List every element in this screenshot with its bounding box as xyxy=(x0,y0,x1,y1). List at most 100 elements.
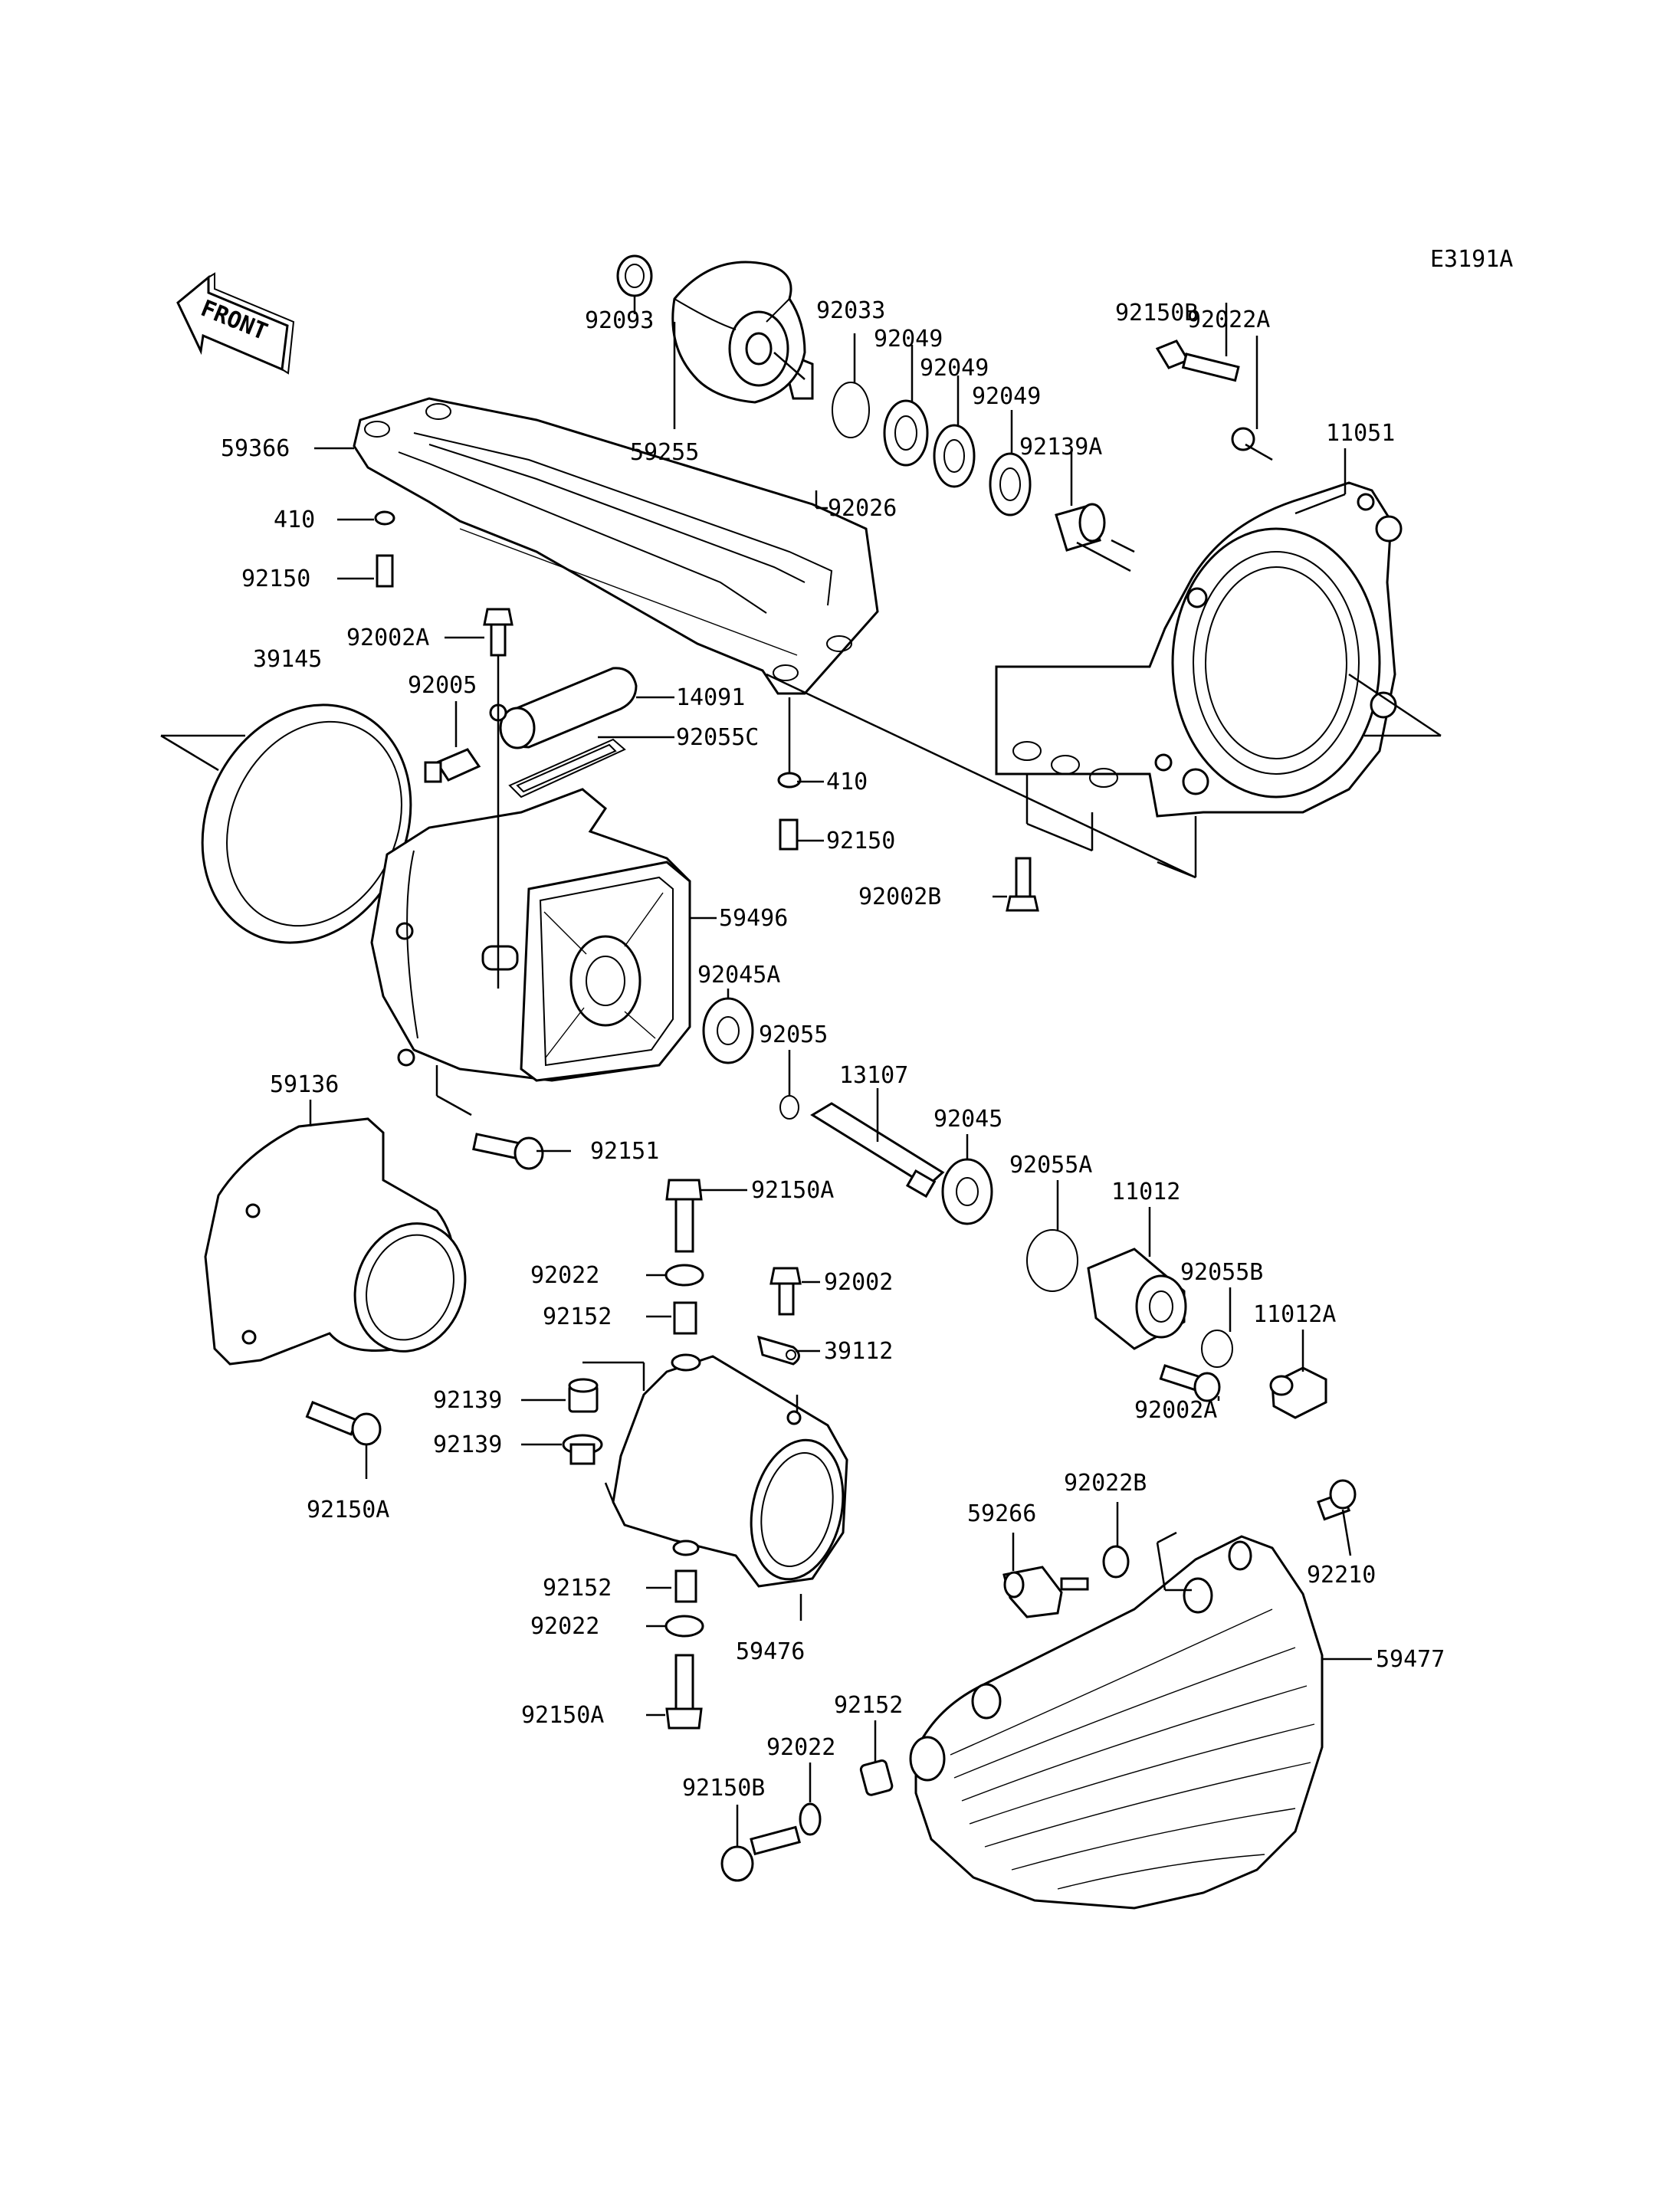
label-92033: 92033 xyxy=(816,297,885,324)
label-92150A-bot: 92150A xyxy=(521,1702,604,1729)
cap-11012 xyxy=(1087,1248,1187,1350)
label-92002A-top: 92002A xyxy=(346,625,429,651)
oil-seals-92049 xyxy=(883,399,1032,516)
part-labels: 92093 92033 92049 92049 92049 59255 9213… xyxy=(221,297,1445,1802)
label-92055: 92055 xyxy=(759,1021,828,1048)
label-92022A: 92022A xyxy=(1187,307,1270,333)
label-11012A: 11012A xyxy=(1253,1301,1336,1328)
washer-92022-top xyxy=(664,1264,704,1287)
cover-59136 xyxy=(204,1117,467,1366)
label-92139a: 92139 xyxy=(433,1387,502,1414)
label-92150-mid: 92150 xyxy=(826,828,895,854)
bolt-92150A-bot xyxy=(665,1654,703,1730)
leader-lines xyxy=(160,295,1442,1847)
bolt-92002A-top xyxy=(483,608,514,657)
bearing-92045A xyxy=(702,997,754,1064)
cap-92093 xyxy=(616,254,653,297)
label-410-top: 410 xyxy=(274,507,315,533)
label-92152-bot: 92152 xyxy=(834,1692,903,1719)
washer-410-mid xyxy=(777,772,802,851)
label-92049a: 92049 xyxy=(874,326,943,353)
label-92022B: 92022B xyxy=(1064,1470,1147,1497)
reverse-bucket-59477 xyxy=(909,1535,1324,1910)
label-39112: 39112 xyxy=(824,1338,893,1365)
spacer-92152-top xyxy=(673,1301,697,1335)
label-92055B: 92055B xyxy=(1180,1259,1263,1286)
gasket-92055C-inner xyxy=(516,743,617,793)
plug-11012A xyxy=(1269,1366,1327,1419)
label-14091: 14091 xyxy=(676,684,745,711)
label-59476: 59476 xyxy=(736,1638,805,1665)
label-59266: 59266 xyxy=(967,1500,1036,1527)
label-92139b: 92139 xyxy=(433,1431,502,1458)
bushing-92139a xyxy=(568,1378,599,1413)
bolt-92002B xyxy=(1006,857,1039,912)
bearing-92045 xyxy=(941,1158,993,1225)
diagram-code: E3191A xyxy=(1430,246,1513,273)
label-92150A-left: 92150A xyxy=(307,1497,389,1523)
plug-92210 xyxy=(1317,1479,1357,1521)
spacer-92152-mid xyxy=(674,1569,697,1603)
label-92150B-bot: 92150B xyxy=(682,1775,765,1802)
bushing-92139b xyxy=(562,1434,603,1465)
bolt-92150B-top xyxy=(1155,339,1255,451)
housing-14091 xyxy=(489,667,638,749)
label-92022-mid: 92022 xyxy=(530,1613,599,1640)
label-92152-top: 92152 xyxy=(543,1303,612,1330)
label-92002: 92002 xyxy=(824,1269,893,1296)
bolt-92002 xyxy=(769,1267,802,1316)
o-ring-92055A xyxy=(1026,1229,1078,1292)
label-39145: 39145 xyxy=(253,646,322,673)
label-11051: 11051 xyxy=(1326,420,1395,447)
bolt-92150-top xyxy=(374,510,395,588)
o-ring-92055 xyxy=(779,1095,799,1120)
pump-case-11051 xyxy=(995,481,1403,818)
spacer-92152-bot xyxy=(859,1759,894,1796)
circlip-92033 xyxy=(832,382,870,438)
bolt-92150A-top xyxy=(665,1179,703,1253)
label-92055C: 92055C xyxy=(676,724,759,751)
label-59255: 59255 xyxy=(630,439,699,466)
label-92022-top: 92022 xyxy=(530,1262,599,1289)
label-92150A-top: 92150A xyxy=(751,1177,834,1204)
impeller-59255 xyxy=(671,261,806,404)
label-92002B: 92002B xyxy=(858,884,941,910)
label-59477: 59477 xyxy=(1376,1646,1445,1673)
washer-92022-mid xyxy=(664,1615,704,1638)
tab-39112 xyxy=(756,1335,800,1366)
label-92022-bot: 92022 xyxy=(766,1734,835,1761)
label-92002A-bot: 92002A xyxy=(1134,1397,1217,1424)
label-92045A: 92045A xyxy=(697,962,780,989)
label-59496: 59496 xyxy=(719,905,788,932)
washer-92022-bot xyxy=(799,1802,822,1836)
fitting-59266 xyxy=(1002,1566,1089,1618)
pump-cover-plate xyxy=(353,397,879,695)
label-92093: 92093 xyxy=(585,307,654,334)
label-92026: 92026 xyxy=(828,495,897,522)
label-92049b: 92049 xyxy=(920,355,989,382)
bolt-92151 xyxy=(472,1133,544,1170)
label-92150B-top: 92150B xyxy=(1115,300,1198,326)
bolt-92150A-left xyxy=(305,1401,382,1446)
label-92005: 92005 xyxy=(408,672,477,699)
shaft-13107 xyxy=(810,1102,945,1199)
label-13107: 13107 xyxy=(839,1062,908,1089)
label-92045: 92045 xyxy=(934,1106,1002,1133)
label-59366: 59366 xyxy=(221,435,290,462)
bushing-92139A xyxy=(1055,503,1106,552)
label-92055A: 92055A xyxy=(1009,1152,1092,1179)
fitting-92005 xyxy=(424,748,481,783)
steering-nozzle-59476 xyxy=(612,1353,848,1588)
label-92210: 92210 xyxy=(1307,1562,1376,1589)
bolt-92002A-bot xyxy=(1159,1364,1221,1402)
label-11012: 11012 xyxy=(1111,1179,1180,1205)
washer-92022B xyxy=(1102,1545,1130,1579)
pump-body-59496 xyxy=(370,788,691,1082)
label-92049c: 92049 xyxy=(972,383,1041,410)
label-92152-mid: 92152 xyxy=(543,1575,612,1602)
label-92139A: 92139A xyxy=(1019,434,1102,461)
label-92150-top: 92150 xyxy=(241,566,310,592)
bolt-92150B-bot xyxy=(720,1825,801,1882)
label-410-mid: 410 xyxy=(826,769,868,795)
